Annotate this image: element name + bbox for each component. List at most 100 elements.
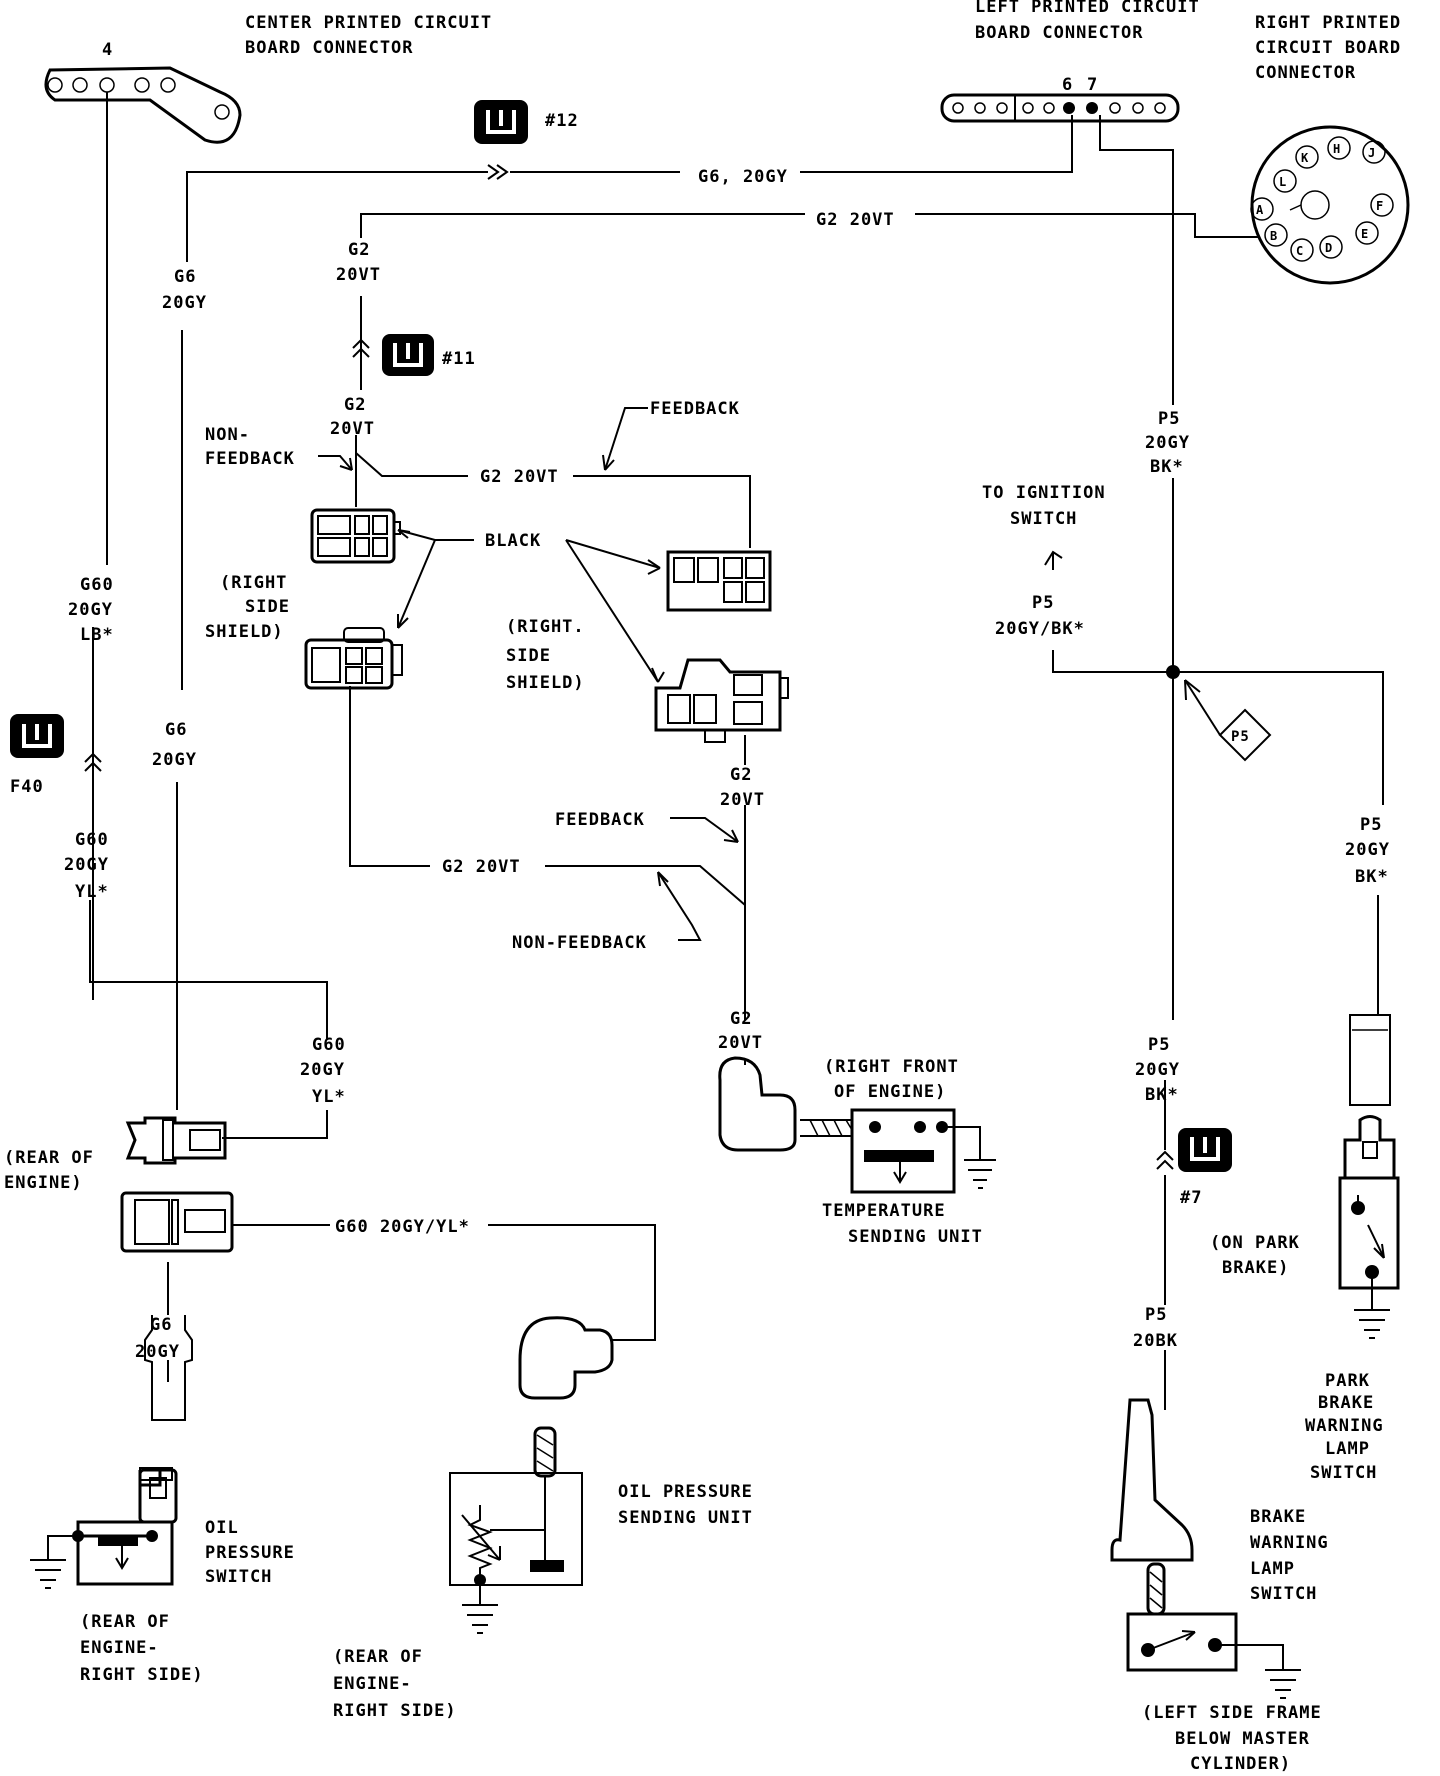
- right-side-shield-1b: SIDE: [245, 597, 290, 617]
- park-brake-1: PARK: [1325, 1371, 1370, 1391]
- center-pcb-label-1: CENTER PRINTED CIRCUIT: [245, 13, 492, 33]
- non-feedback-2: NON-FEEDBACK: [512, 933, 647, 953]
- g60-lower-2: 20GY: [64, 855, 109, 875]
- left-pcb-label-1: LEFT PRINTED CIRCUIT: [975, 0, 1200, 17]
- on-park-brake-2: BRAKE): [1222, 1258, 1289, 1278]
- non-feedback-1b: FEEDBACK: [205, 449, 295, 469]
- brake-warning-4: SWITCH: [1250, 1584, 1317, 1604]
- non-feedback-1a: NON-: [205, 425, 250, 445]
- left-side-frame-2: BELOW MASTER: [1175, 1729, 1310, 1749]
- rear-of-engine-1: (REAR OF: [4, 1148, 94, 1168]
- g6-left-lower-2: 20GY: [152, 750, 197, 770]
- g2-lower-2: 20VT: [718, 1033, 763, 1053]
- park-brake-switch: [1338, 1115, 1400, 1339]
- center-pcb-connector: [44, 66, 242, 144]
- splice-dot: [1166, 665, 1180, 679]
- rear-engine-connector: [125, 1116, 227, 1165]
- g60-right-3: YL*: [312, 1087, 346, 1107]
- pin-J: J: [1368, 146, 1376, 160]
- p5-diamond: [1184, 679, 1272, 762]
- black-arrows: [397, 529, 665, 683]
- wire-chevrons: [84, 164, 1174, 1170]
- temp-unit-2: SENDING UNIT: [848, 1227, 983, 1247]
- left-pcb-label-2: BOARD CONNECTOR: [975, 23, 1144, 43]
- p5-upper-2: 20GY: [1145, 433, 1190, 453]
- g6-left-lower-1: G6: [165, 720, 187, 740]
- g6-left-upper-1: G6: [174, 267, 196, 287]
- center-pcb-pin-4: 4: [102, 40, 113, 60]
- feedback-2: FEEDBACK: [555, 810, 645, 830]
- g2-upper-1: G2: [348, 240, 370, 260]
- temperature-sending-unit: [800, 1108, 996, 1194]
- pin-F: F: [1376, 199, 1384, 213]
- wires: [89, 92, 1384, 1410]
- pin-C: C: [1296, 244, 1304, 258]
- brake-warning-3: LAMP: [1250, 1559, 1295, 1579]
- p5-mid-1: P5: [1148, 1035, 1170, 1055]
- rear-of-engine-2: ENGINE): [4, 1173, 83, 1193]
- rear-right-1c: RIGHT SIDE): [80, 1665, 204, 1685]
- right-side-shield-2b: SIDE: [506, 646, 551, 666]
- p5-mid-3: BK*: [1145, 1085, 1179, 1105]
- g6-top-label: G6, 20GY: [698, 167, 788, 187]
- park-brake-5: SWITCH: [1310, 1463, 1377, 1483]
- pin-B: B: [1270, 229, 1278, 243]
- oil-switch-3: SWITCH: [205, 1567, 272, 1587]
- rear-engine-connector-2: [120, 1191, 234, 1253]
- p5-right-3: BK*: [1355, 867, 1389, 887]
- g2-upper-2: 20VT: [336, 265, 381, 285]
- p5-right-1: P5: [1360, 815, 1382, 835]
- right-pcb-label-1: RIGHT PRINTED: [1255, 13, 1401, 33]
- connector-black-1: [310, 508, 401, 564]
- g60-bottom-label: G60 20GY/YL*: [335, 1217, 470, 1237]
- p5-ign-2: 20GY/BK*: [995, 619, 1085, 639]
- g2-horiz-2: G2 20VT: [442, 857, 521, 877]
- p5-diamond-label: P5: [1231, 729, 1250, 745]
- rear-right-2b: ENGINE-: [333, 1674, 412, 1694]
- right-side-shield-2c: SHIELD): [506, 673, 585, 693]
- pin-E: E: [1361, 227, 1369, 241]
- pin-H: H: [1333, 142, 1341, 156]
- g60-lower-1: G60: [75, 830, 109, 850]
- right-front-engine-1: (RIGHT FRONT: [824, 1057, 959, 1077]
- right-front-engine-2: OF ENGINE): [834, 1082, 946, 1102]
- rear-right-2a: (REAR OF: [333, 1647, 423, 1667]
- black-label: BLACK: [485, 531, 541, 551]
- p5-lower-2: 20BK: [1133, 1331, 1178, 1351]
- feedback-arrows: [318, 407, 739, 941]
- g60-upper-2: 20GY: [68, 600, 113, 620]
- brake-warning-switch: [1110, 1398, 1301, 1699]
- g2-top-label: G2 20VT: [816, 210, 895, 230]
- g60-upper-1: G60: [80, 575, 114, 595]
- brake-warning-2: WARNING: [1250, 1533, 1329, 1553]
- p5-ign-1: P5: [1032, 593, 1054, 613]
- right-side-shield-2a: (RIGHT.: [506, 617, 585, 637]
- oil-pressure-sending-unit: [449, 1426, 583, 1634]
- splice-f40-label: F40: [10, 777, 44, 797]
- to-ignition-1: TO IGNITION: [982, 483, 1106, 503]
- splice-11-label: #11: [442, 349, 476, 369]
- g6-bottom-2: 20GY: [135, 1342, 180, 1362]
- g6-bottom-1: G6: [150, 1315, 172, 1335]
- park-brake-connector: [1349, 1014, 1391, 1106]
- temp-unit-1: TEMPERATURE: [822, 1201, 946, 1221]
- g2-horiz-1: G2 20VT: [480, 467, 559, 487]
- center-pcb-label-2: BOARD CONNECTOR: [245, 38, 414, 58]
- connector-black-3: [666, 550, 772, 612]
- splice-7-label: #7: [1180, 1188, 1202, 1208]
- left-side-frame-3: CYLINDER): [1190, 1754, 1291, 1774]
- pin-L: L: [1279, 175, 1287, 189]
- p5-upper-3: BK*: [1150, 457, 1184, 477]
- p5-upper-1: P5: [1158, 409, 1180, 429]
- oil-switch-1: OIL: [205, 1518, 239, 1538]
- left-side-frame-1: (LEFT SIDE FRAME: [1142, 1703, 1322, 1723]
- pin-A: A: [1256, 203, 1264, 217]
- pin-D: D: [1325, 241, 1333, 255]
- right-pcb-pins: J H K L A B C D E F: [1250, 136, 1394, 262]
- left-pcb-pin-6: 6: [1062, 75, 1073, 95]
- connector-black-4: [654, 658, 789, 743]
- to-ignition-2: SWITCH: [1010, 509, 1077, 529]
- oil-pressure-boot: [518, 1316, 614, 1400]
- g2-mid-1: G2: [344, 395, 366, 415]
- feedback-1: FEEDBACK: [650, 399, 740, 419]
